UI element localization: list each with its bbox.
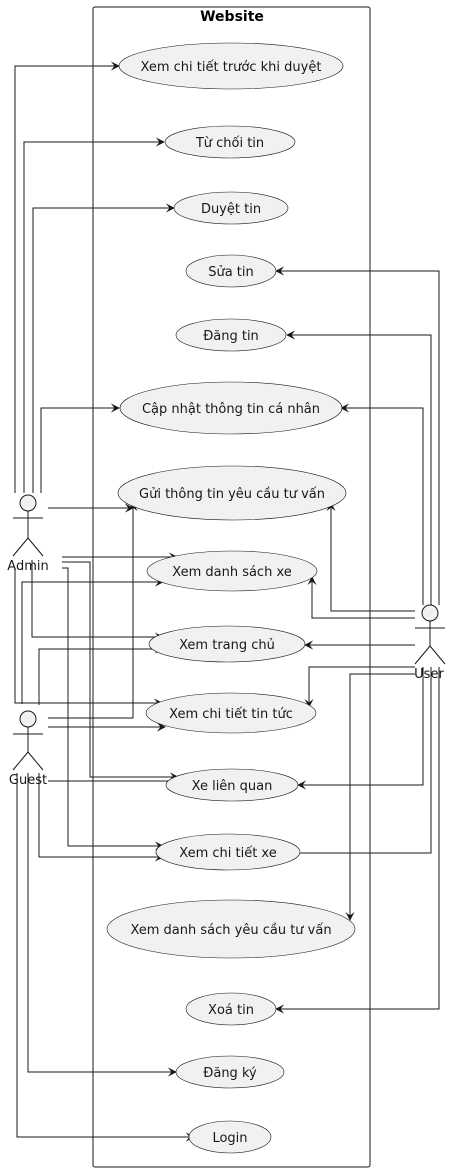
usecase-dang-tin[interactable]: Đăng tin [175,318,287,352]
usecase-xe-lien-quan[interactable]: Xe liên quan [165,768,299,802]
usecase-label: Xoá tin [208,1003,254,1018]
usecase-label: Xem trang chủ [179,638,275,653]
actor-label: Guest [9,773,47,788]
actor-head-icon [19,494,37,512]
usecase-tu-choi-tin[interactable]: Từ chối tin [164,125,296,159]
system-title: Website [200,9,264,25]
usecase-label: Xem danh sách yêu cầu tư vấn [130,923,331,938]
usecase-label: Login [212,1131,247,1146]
connectors [14,61,440,1142]
usecase-xem-chi-tiet-truoc-khi-duyet[interactable]: Xem chi tiết trước khi duyệt [118,42,344,90]
usecase-label: Xe liên quan [192,779,273,794]
usecase-duyet-tin[interactable]: Duyệt tin [173,191,289,225]
usecase-label: Sửa tin [208,265,254,280]
actor-head-icon [19,710,37,728]
usecase-label: Cập nhật thông tin cá nhân [142,402,320,417]
usecase-label: Gửi thông tin yêu cầu tư vấn [139,487,325,502]
stick-figure-icon [12,511,44,557]
usecase-xoa-tin[interactable]: Xoá tin [185,992,277,1026]
usecase-xem-chi-tiet-xe[interactable]: Xem chi tiết xe [155,833,301,871]
usecase-label: Xem chi tiết tin tức [169,707,293,722]
system-boundary [92,6,371,1168]
usecase-label: Từ chối tin [195,136,264,151]
actor-label: User [414,667,444,682]
actor-user[interactable]: User [414,604,446,682]
actor-guest[interactable]: Guest [9,710,47,788]
usecase-label: Xem chi tiết xe [179,846,276,861]
usecase-label: Đăng tin [203,329,259,344]
actor-label: Admin [7,559,48,574]
usecase-login[interactable]: Login [188,1120,272,1154]
usecase-gui-thong-tin-yeu-cau-tu-van[interactable]: Gửi thông tin yêu cầu tư vấn [117,465,347,521]
usecase-xem-trang-chu[interactable]: Xem trang chủ [148,625,306,663]
usecase-label: Đăng ký [203,1066,257,1081]
usecase-cap-nhat-thong-tin-ca-nhan[interactable]: Cập nhật thông tin cá nhân [119,381,343,435]
usecase-xem-danh-sach-xe[interactable]: Xem danh sách xe [146,550,318,592]
stick-figure-icon [12,727,44,771]
actor-head-icon [421,604,439,622]
usecase-xem-danh-sach-yeu-cau-tu-van[interactable]: Xem danh sách yêu cầu tư vấn [106,899,356,959]
usecase-label: Duyệt tin [201,202,261,217]
usecase-label: Xem danh sách xe [172,565,292,580]
usecase-label: Xem chi tiết trước khi duyệt [141,60,322,75]
usecase-sua-tin[interactable]: Sửa tin [185,254,277,288]
usecase-xem-chi-tiet-tin-tuc[interactable]: Xem chi tiết tin tức [145,692,317,734]
usecase-dang-ky[interactable]: Đăng ký [175,1055,285,1089]
stick-figure-icon [414,621,446,665]
actor-admin[interactable]: Admin [7,494,49,574]
